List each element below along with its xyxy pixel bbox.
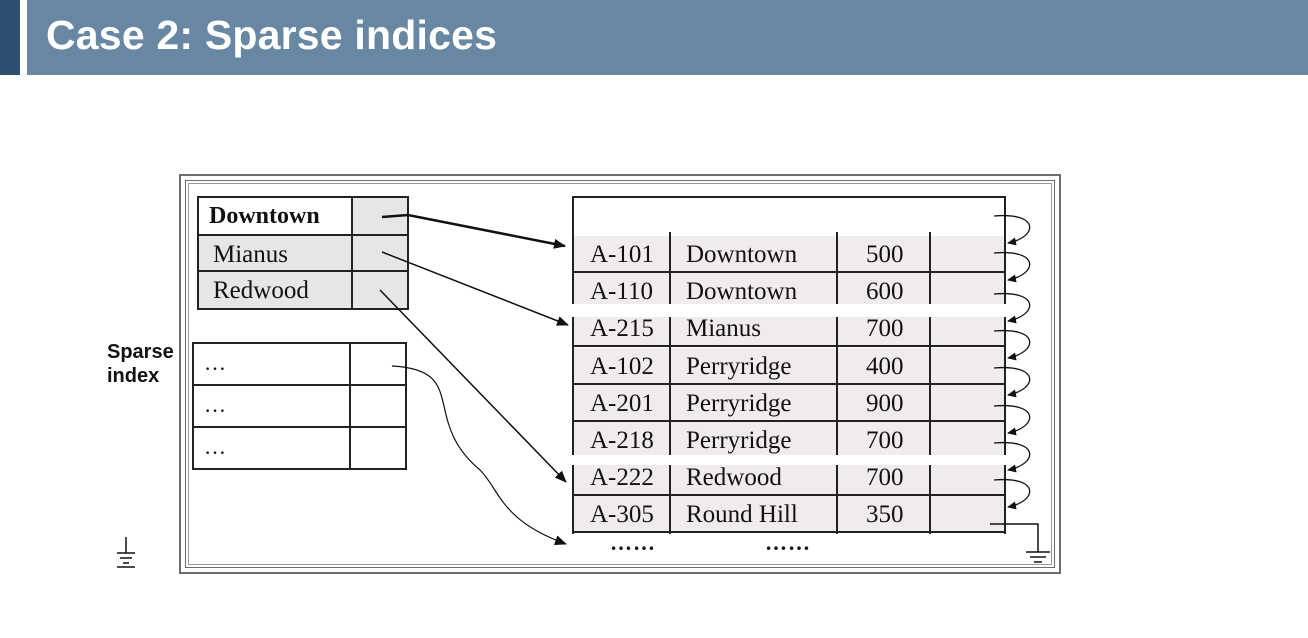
record-account: A-102 [590,353,654,380]
index-pointer-arrow [379,289,567,483]
record-account: A-101 [590,241,654,268]
records-column-divider [1004,196,1006,534]
record-branch: Perryridge [686,427,792,454]
record-branch: Perryridge [686,353,792,380]
diagram-frame-inner2 [188,183,1052,565]
record-account: A-222 [590,464,654,491]
records-column-divider [669,232,671,534]
record-chain-arrow [993,441,1031,473]
record-balance: 900 [866,390,904,417]
record-balance: 500 [866,241,904,268]
sparse-index-label: Sparse index [107,340,174,388]
ground-symbol-icon [990,523,1050,563]
title-accent [0,0,20,75]
index-pointer-arrow [381,213,566,249]
record-chain-arrow [993,214,1031,246]
index-pointer-arrow [381,251,569,326]
page-title: Case 2: Sparse indices [46,12,498,58]
record-balance: 700 [866,315,904,342]
record-branch: Redwood [686,464,782,491]
record-balance: 400 [866,353,904,380]
record-balance: 600 [866,278,904,305]
diagram-frame-inner [185,180,1055,568]
record-chain-arrow [993,251,1031,283]
record-chain-arrow [993,292,1031,324]
index-entry-key: Mianus [197,234,353,272]
record-branch: Perryridge [686,390,792,417]
title-bar: Case 2: Sparse indices [0,0,1308,75]
record-balance: 700 [866,427,904,454]
records-header-row [572,196,1006,232]
record-row [572,348,1005,385]
index-continuation-pointer [349,384,407,428]
record-branch: Round Hill [686,501,798,528]
title-accent-gap [20,0,27,75]
block-gap [570,304,1011,317]
record-balance: 700 [866,464,904,491]
record-row [572,496,1005,533]
record-account: A-201 [590,390,654,417]
record-chain-arrow [993,478,1031,510]
record-row [572,236,1005,273]
records-column-divider [836,232,838,534]
index-continuation-key: … [192,426,352,470]
index-continuation-key: … [192,384,352,428]
record-chain-arrow [993,404,1031,436]
record-account: A-305 [590,501,654,528]
record-row [572,459,1005,496]
record-branch: Downtown [686,241,798,268]
record-branch: Downtown [686,278,798,305]
index-continuation-pointer [349,426,407,470]
record-balance: 350 [866,501,904,528]
record-account: A-218 [590,427,654,454]
ground-symbol-icon [117,537,135,568]
block-gap [570,455,1011,465]
record-row [572,385,1005,422]
records-column-divider [572,196,574,534]
index-pointer-arrow [391,365,567,545]
records-ellipsis: …… [610,530,656,555]
records-column-divider [929,232,931,534]
record-account: A-110 [590,278,653,305]
record-chain-arrow [993,366,1031,398]
record-chain-arrow [993,329,1031,361]
records-ellipsis: …… [765,530,811,555]
record-account: A-215 [590,315,654,342]
index-entry-key: Redwood [197,270,353,310]
record-branch: Mianus [686,315,761,342]
sparse-label-line1: Sparse [107,341,174,363]
record-chain-arrows [993,214,1031,510]
sparse-label-line2: index [107,365,160,387]
